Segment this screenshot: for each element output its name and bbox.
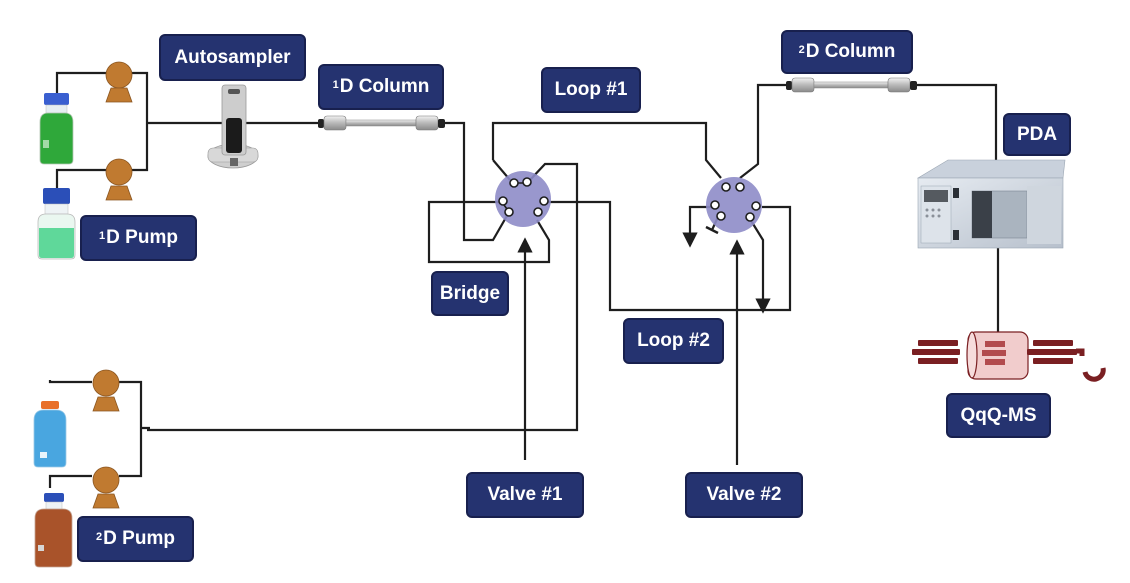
label-autosampler-text: Autosampler bbox=[174, 46, 291, 68]
label-loop1: Loop #1 bbox=[541, 67, 641, 113]
pump-2d-a bbox=[92, 369, 120, 412]
label-loop2-text: Loop #2 bbox=[637, 330, 710, 351]
line-valve1-to-2d-pump bbox=[147, 162, 579, 432]
line-valve1-plug bbox=[705, 225, 719, 235]
label-bridge-text: Bridge bbox=[439, 282, 501, 304]
label-1d-column-text: D Column bbox=[339, 76, 430, 97]
line-bridge bbox=[427, 200, 551, 264]
label-valve2-text: Valve #2 bbox=[706, 484, 782, 505]
bottle-1d-a bbox=[39, 93, 74, 165]
bottle-2d-a bbox=[33, 401, 67, 468]
valve-1-ports bbox=[498, 177, 549, 217]
label-qqq-ms-text: QqQ-MS bbox=[960, 404, 1037, 426]
label-1d-pump-text: D Pump bbox=[106, 227, 178, 248]
label-valve1: Valve #1 bbox=[466, 472, 584, 518]
label-pda-text: PDA bbox=[1016, 123, 1058, 145]
ms-detector-icon bbox=[1076, 348, 1106, 382]
column-2d bbox=[786, 77, 917, 93]
label-loop1-text: Loop #1 bbox=[554, 79, 628, 100]
label-2d-column-sup: 2 bbox=[798, 44, 805, 56]
label-qqq-ms: QqQ-MS bbox=[946, 393, 1051, 438]
label-loop2: Loop #2 bbox=[623, 318, 724, 364]
line-loop1 bbox=[491, 121, 722, 179]
pda-device bbox=[916, 159, 1066, 249]
bottle-2d-b bbox=[34, 493, 73, 568]
line-valve2-col2 bbox=[739, 83, 787, 179]
label-valve1-text: Valve #1 bbox=[487, 484, 563, 505]
autosampler-device bbox=[207, 84, 259, 169]
valve-2-ports bbox=[710, 182, 761, 222]
column-1d bbox=[318, 115, 445, 131]
line-1d-pump-a bbox=[55, 71, 149, 192]
line-valve2-waste bbox=[682, 205, 713, 248]
line-valve1-loop2 bbox=[547, 200, 792, 312]
valve-1[interactable] bbox=[495, 171, 551, 227]
label-2d-pump-text: D Pump bbox=[103, 528, 175, 549]
label-1d-column-sup: 1 bbox=[332, 79, 339, 91]
label-bridge: Bridge bbox=[431, 271, 509, 316]
label-2d-column-text: D Column bbox=[805, 41, 896, 62]
label-autosampler: Autosampler bbox=[159, 34, 306, 81]
label-2d-pump-sup: 2 bbox=[96, 531, 103, 543]
line-2d-pump bbox=[48, 380, 150, 488]
ms-device bbox=[912, 331, 1106, 382]
valve-1-channel bbox=[503, 182, 523, 210]
ms-collision-cell bbox=[966, 331, 1029, 380]
pump-1d-b bbox=[105, 158, 133, 201]
ms-rods-right bbox=[1027, 340, 1077, 364]
pump-1d-a bbox=[105, 61, 133, 103]
label-1d-pump-sup: 1 bbox=[99, 230, 106, 242]
line-valve2-down bbox=[749, 218, 771, 314]
line-col2-to-pda bbox=[915, 83, 998, 160]
ms-rods-left bbox=[912, 340, 960, 364]
line-col1-to-valve1 bbox=[445, 121, 509, 242]
label-pda: PDA bbox=[1003, 113, 1071, 156]
tubing bbox=[48, 71, 1000, 488]
pump-2d-b bbox=[92, 466, 120, 509]
valve-2[interactable] bbox=[706, 177, 762, 233]
bottle-1d-b bbox=[37, 188, 76, 260]
label-valve2: Valve #2 bbox=[685, 472, 803, 518]
